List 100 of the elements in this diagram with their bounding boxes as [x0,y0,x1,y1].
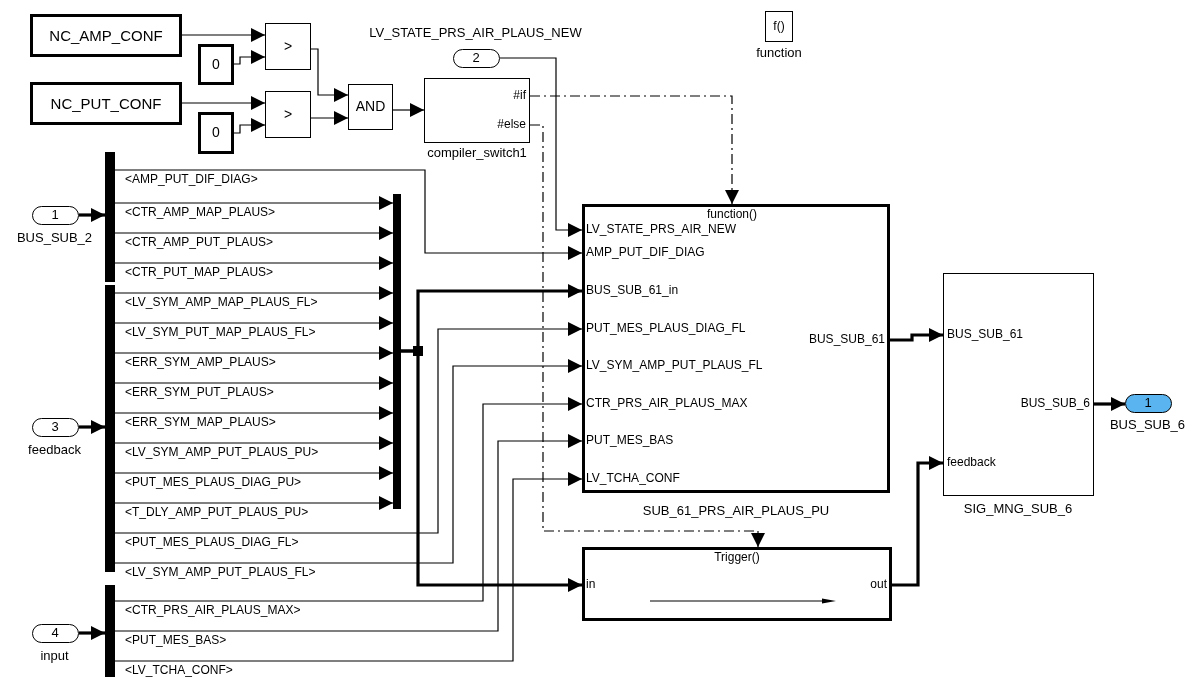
signal-label: <PUT_MES_BAS> [125,634,227,648]
signal-label: <LV_SYM_AMP_PUT_PLAUS_FL> [125,566,316,580]
port-label: feedback [947,456,996,470]
block-label: > [283,106,293,123]
port-label: AMP_PUT_DIF_DIAG [586,246,705,260]
block-label: 3 [51,419,59,435]
block-label: 1 [1144,395,1152,411]
block-name: SUB_61_PRS_AIR_PLAUS_PU [642,503,830,519]
port-label: LV_STATE_PRS_AIR_NEW [586,223,737,237]
signal-arrow [114,196,394,210]
relational-operator-block [265,91,311,138]
port-label: BUS_SUB_6 [1020,397,1090,411]
signal-label: <LV_TCHA_CONF> [125,664,233,677]
signal-arrow [310,111,349,125]
dash-dot-arrow [529,124,765,548]
port-label: BUS_SUB_61 [947,328,1024,342]
parameter-block [30,14,182,57]
block-label: 0 [212,125,220,141]
signal-arrow [114,346,394,360]
signal-arrow [114,466,394,480]
signal-arrow [233,50,266,65]
signal-name: LV_STATE_PRS_AIR_PLAUS_NEW [369,25,582,40]
trigger-port-label: function() [707,208,757,222]
block-name: compiler_switch1 [427,145,527,161]
signal-arrow [114,406,394,420]
port-label: #else [497,118,526,132]
bus-selector-bar [105,285,115,572]
signal-label: <ERR_SYM_AMP_PLAUS> [125,356,276,370]
port-label: CTR_PRS_AIR_PLAUS_MAX [586,397,748,411]
signal-name: BUS_SUB_2 [16,230,93,245]
signal-arrow [181,96,266,110]
signal-arrow [310,48,349,102]
signal-arrow [392,103,425,117]
bus-arrow [79,208,105,222]
signal-label: <CTR_PRS_AIR_PLAUS_MAX> [125,604,301,618]
signal-label: <LV_SYM_PUT_MAP_PLAUS_FL> [125,326,316,340]
bus-arrow [79,626,105,640]
signal-label: <CTR_AMP_PUT_PLAUS> [125,236,274,250]
port-label: BUS_SUB_61 [808,333,885,347]
parameter-block [30,82,182,125]
signal-arrow [114,376,394,390]
block-label: AND [355,99,386,115]
bus-selector-bar [105,585,115,677]
signal-label: <PUT_MES_PLAUS_DIAG_PU> [125,476,302,490]
signal-name: feedback [28,442,81,457]
block-label: f() [773,19,785,34]
port-label: PUT_MES_BAS [586,434,674,448]
bus-arrow [892,456,943,587]
signal-label: <LV_SYM_AMP_PUT_PLAUS_PU> [125,446,319,460]
signal-arrow [499,57,583,237]
block-label: 0 [212,56,220,73]
port-label: LV_SYM_AMP_PUT_PLAUS_FL [586,359,763,373]
trigger-port-label: Trigger() [714,551,760,565]
constant-block [198,44,234,85]
bus-arrow [79,420,105,434]
bus-arrow [890,328,943,342]
signal-arrow [114,434,583,632]
relational-operator-block [265,23,311,70]
block-label: > [283,38,293,55]
port-label: in [586,578,596,592]
port-label: PUT_MES_PLAUS_DIAG_FL [586,322,746,336]
block-name: SIG_MNG_SUB_6 [963,501,1073,517]
signal-label: <CTR_AMP_MAP_PLAUS> [125,206,276,220]
logic-block [348,84,393,130]
signal-label: <PUT_MES_PLAUS_DIAG_FL> [125,536,299,550]
signal-arrow [114,472,583,662]
signal-label: <AMP_PUT_DIF_DIAG> [125,173,258,187]
signal-arrow [114,169,583,260]
signal-arrow [114,286,394,300]
signal-arrow [233,118,266,134]
signal-arrow [114,226,394,240]
signal-arrow [114,436,394,450]
signal-name: input [40,648,69,663]
port-label: BUS_SUB_61_in [586,284,679,298]
signal-arrow [114,397,583,602]
signal-label: <ERR_SYM_MAP_PLAUS> [125,416,276,430]
port-label: LV_TCHA_CONF [586,472,680,486]
signal-label: <LV_SYM_AMP_MAP_PLAUS_FL> [125,296,318,310]
signal-label: <CTR_PUT_MAP_PLAUS> [125,266,274,280]
signal-arrow [114,316,394,330]
signal-name: BUS_SUB_6 [1109,417,1186,432]
bus-arrow [401,349,582,592]
constant-block [198,112,234,154]
bus-selector-bar [105,152,115,282]
signal-label: <T_DLY_AMP_PUT_PLAUS_PU> [125,506,309,520]
signal-label: <ERR_SYM_PUT_PLAUS> [125,386,274,400]
block-label: 1 [51,207,59,223]
triggered-subsystem-block [582,547,892,621]
dash-dot-arrow [529,95,739,205]
signal-arrow [181,28,266,42]
signal-arrow [114,359,583,564]
block-label: NC_PUT_CONF [50,95,162,112]
signal-arrow [114,322,583,534]
port-label: #if [513,89,526,103]
block-name: function [756,45,802,61]
block-label: NC_AMP_CONF [49,27,163,44]
block-label: 2 [472,50,480,66]
block-label: 4 [51,625,59,641]
bus-creator-bar [393,194,401,509]
signal-arrow [114,256,394,270]
